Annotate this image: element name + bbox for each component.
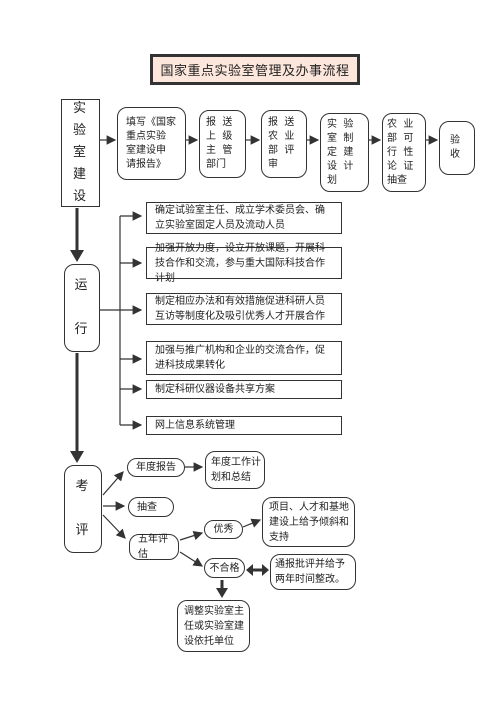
arrow-build-to-run — [70, 208, 84, 262]
eval-excellent-result: 项目、人才和基地 建设上给予倾斜和 支持 — [262, 497, 355, 547]
arrow-to-annual — [102, 471, 124, 496]
eval-fail-result: 通报批评并给予 两年时间整改。 — [270, 554, 356, 590]
arrow-run-to-eval — [70, 353, 84, 463]
diagram-title: 国家重点实验室管理及办事流程 — [150, 54, 360, 85]
build-step-plan: 实 验 室 制 定 建 设 计 划 — [320, 113, 369, 192]
build-step-application: 填写《国家 重点实验 室建设申 请报告》 — [117, 107, 186, 180]
build-step-submit-superior: 报 送 上 级 主 管 部门 — [199, 110, 246, 178]
arrow-to-excellent — [179, 530, 204, 541]
arrow-to-five-year — [102, 514, 126, 539]
eval-fail: 不合格 — [204, 558, 245, 578]
eval-five-year: 五年评估 — [129, 534, 179, 560]
build-step-feasibility: 农 业 部 可 行 性 论 证 抽查 — [382, 113, 426, 192]
build-step-submit-ministry: 报 送 农 业 部 评 审 — [261, 110, 307, 178]
stage-run: 运 行 — [64, 264, 100, 352]
stage-build: 实 验 室 建 设 — [61, 99, 100, 207]
run-task-transfer: 加强与推广机构和企业的交流合作，促进科技成果转化 — [146, 341, 342, 375]
run-task-leadership: 确定试验室主任、成立学术委员会、确立实验室固定人员及流动人员 — [146, 202, 342, 234]
run-task-online-system: 网上信息系统管理 — [146, 416, 342, 435]
run-task-equipment: 制定科研仪器设备共享方案 — [146, 380, 342, 399]
arrow-fail-result — [246, 564, 269, 576]
run-task-talent: 制定相应办法和有效措施促进科研人员互访等制度化及吸引优秀人才开展合作 — [146, 293, 342, 325]
eval-annual-plan: 年度工作计 划和总结 — [205, 451, 265, 489]
arrow-to-fail — [179, 551, 204, 567]
run-task-openness: 加强开放力度，设立开放课题，开展科技合作和交流，参与重大国际科技合作计划 — [146, 243, 342, 284]
eval-annual-report: 年度报告 — [127, 458, 185, 477]
eval-spot-check: 抽查 — [128, 497, 174, 517]
eval-adjust: 调整实验室主 任或实验室建 设依托单位 — [177, 600, 250, 652]
arrow-to-adjust — [216, 580, 228, 598]
eval-excellent: 优秀 — [204, 520, 243, 539]
build-step-acceptance: 验 收 — [439, 121, 475, 175]
arrow-to-excellent-result — [242, 518, 262, 528]
stage-eval: 考 评 — [64, 465, 102, 553]
